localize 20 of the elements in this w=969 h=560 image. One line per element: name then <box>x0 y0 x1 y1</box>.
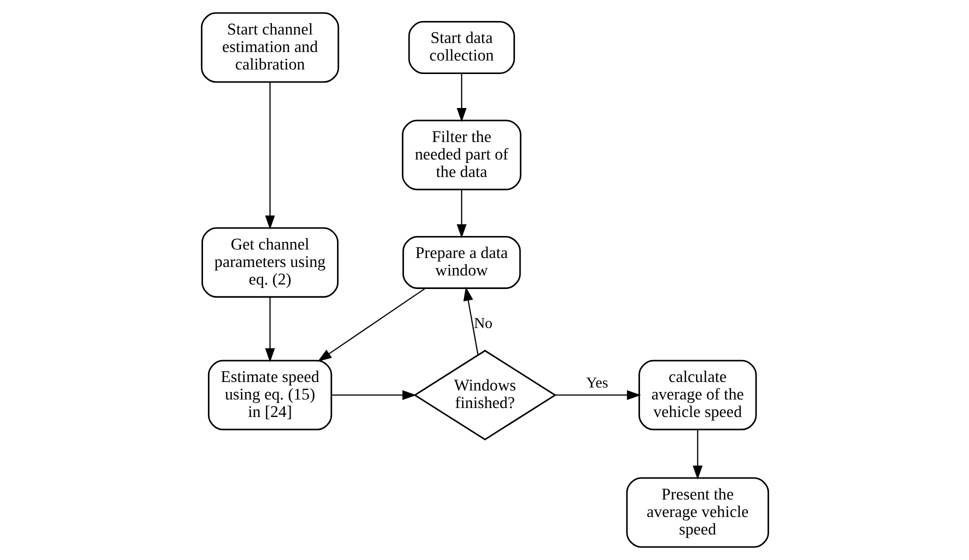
arrow <box>462 286 478 355</box>
arrow <box>317 288 425 362</box>
node-box: Start channel estimation and calibration <box>200 12 339 83</box>
arrow <box>331 390 416 400</box>
node-box: Estimate speed using eq. (15) in [24] <box>207 360 332 430</box>
edge-label: No <box>473 314 492 332</box>
edge-label: Yes <box>586 374 608 392</box>
arrow <box>456 74 466 122</box>
arrow <box>264 297 274 362</box>
arrow <box>554 390 640 400</box>
arrow <box>456 190 466 238</box>
node-box: Get channel parameters using eq. (2) <box>201 227 338 298</box>
node-box: Start data collection <box>408 21 514 74</box>
node-box: calculate average of the vehicle speed <box>638 360 756 430</box>
arrow <box>264 82 274 230</box>
node-diamond: Windows finished? <box>412 350 556 440</box>
arrow <box>692 430 702 480</box>
node-box: Prepare a data window <box>402 236 520 289</box>
node-box: Present the average vehicle speed <box>626 477 769 548</box>
node-box: Filter the needed part of the data <box>401 120 521 190</box>
